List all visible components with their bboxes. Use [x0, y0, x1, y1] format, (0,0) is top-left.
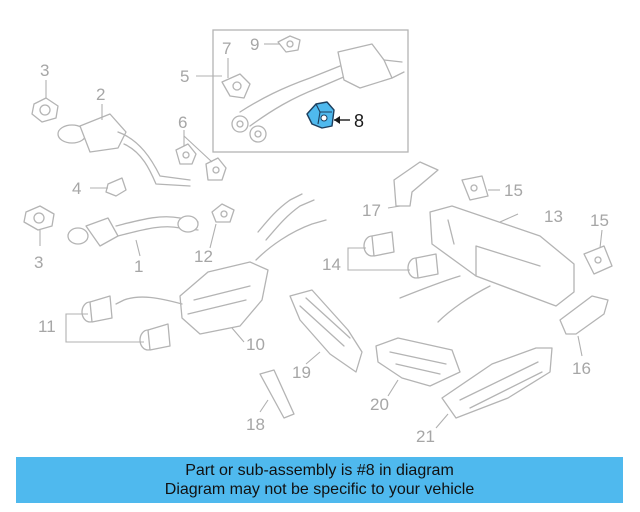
part-16-tail-pipe	[559, 295, 609, 335]
callout-3-bottom: 3	[34, 253, 43, 272]
part-6-gaskets	[175, 143, 227, 181]
callout-7: 7	[222, 39, 231, 58]
callout-3-top: 3	[40, 61, 49, 80]
part-15-brackets	[461, 175, 613, 275]
leader-lines	[39, 43, 603, 429]
part-2-front-pipe	[57, 113, 191, 187]
callout-18: 18	[246, 415, 265, 434]
callout-1: 1	[134, 257, 143, 276]
part-1-front-pipe	[67, 215, 199, 247]
callout-2: 2	[96, 85, 105, 104]
part-14-clamps	[363, 231, 439, 279]
callout-13: 13	[544, 207, 563, 226]
callout-15-right: 15	[590, 211, 609, 230]
callout-numbers: 1 2 3 3 4 5 6 7 8 9 10 11 12 13 14 15 15…	[34, 35, 609, 446]
part-12-clamp	[211, 203, 235, 223]
callout-15-top: 15	[504, 181, 523, 200]
part-13-rear-muffler	[399, 205, 575, 323]
inset-front-pipe	[231, 43, 405, 143]
callout-8: 8	[354, 111, 364, 131]
part-4-bracket	[105, 177, 127, 197]
part-3-gasket-bottom	[23, 205, 55, 231]
callout-19: 19	[292, 363, 311, 382]
callout-6: 6	[178, 113, 187, 132]
banner-line-part: Part or sub-assembly is #8 in diagram	[185, 462, 454, 479]
callout-12: 12	[194, 247, 213, 266]
part-21-heat-shield	[441, 347, 553, 419]
callout-9: 9	[250, 35, 259, 54]
part-11-clamps	[81, 295, 171, 351]
callout-20: 20	[370, 395, 389, 414]
part-17-hose	[393, 161, 439, 207]
banner-line-disclaimer: Diagram may not be specific to your vehi…	[164, 481, 475, 498]
callout-4: 4	[72, 179, 81, 198]
part-7-hanger	[221, 73, 251, 99]
part-3-gasket-top	[31, 97, 59, 123]
part-8-highlighted	[306, 101, 350, 129]
part-18-shield	[259, 369, 295, 419]
callout-16: 16	[572, 359, 591, 378]
callout-10: 10	[246, 335, 265, 354]
callout-17: 17	[362, 201, 381, 220]
part-9-bracket	[277, 35, 301, 53]
part-20-heat-shield	[375, 337, 461, 387]
inset-frame	[212, 29, 409, 153]
callout-21: 21	[416, 427, 435, 446]
part-info-banner: Part or sub-assembly is #8 in diagram Di…	[16, 457, 623, 503]
part-10-center-muffler	[115, 193, 327, 335]
callout-5: 5	[180, 67, 189, 86]
callout-14: 14	[322, 255, 341, 274]
callout-11: 11	[38, 317, 56, 336]
part-19-heat-shield	[289, 289, 363, 373]
